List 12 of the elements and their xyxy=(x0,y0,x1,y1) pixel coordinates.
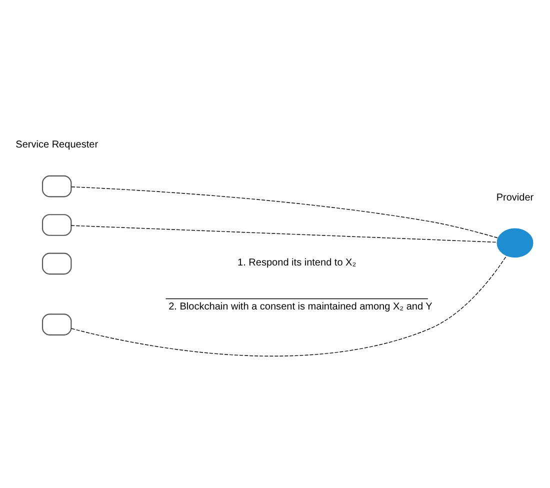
connector xyxy=(71,186,498,238)
node-car xyxy=(42,252,72,275)
connector xyxy=(70,225,498,243)
node-car xyxy=(42,314,72,336)
node-cloud xyxy=(496,228,534,258)
label: 1. Respond its intend to X₂ xyxy=(238,258,356,269)
label: Service Requester xyxy=(16,139,98,150)
node-car xyxy=(42,175,72,198)
connector xyxy=(71,255,507,356)
node-car xyxy=(42,214,72,236)
label: 2. Blockchain with a consent is maintained among X₂ and Y xyxy=(168,302,432,313)
label: Provider xyxy=(496,192,534,204)
